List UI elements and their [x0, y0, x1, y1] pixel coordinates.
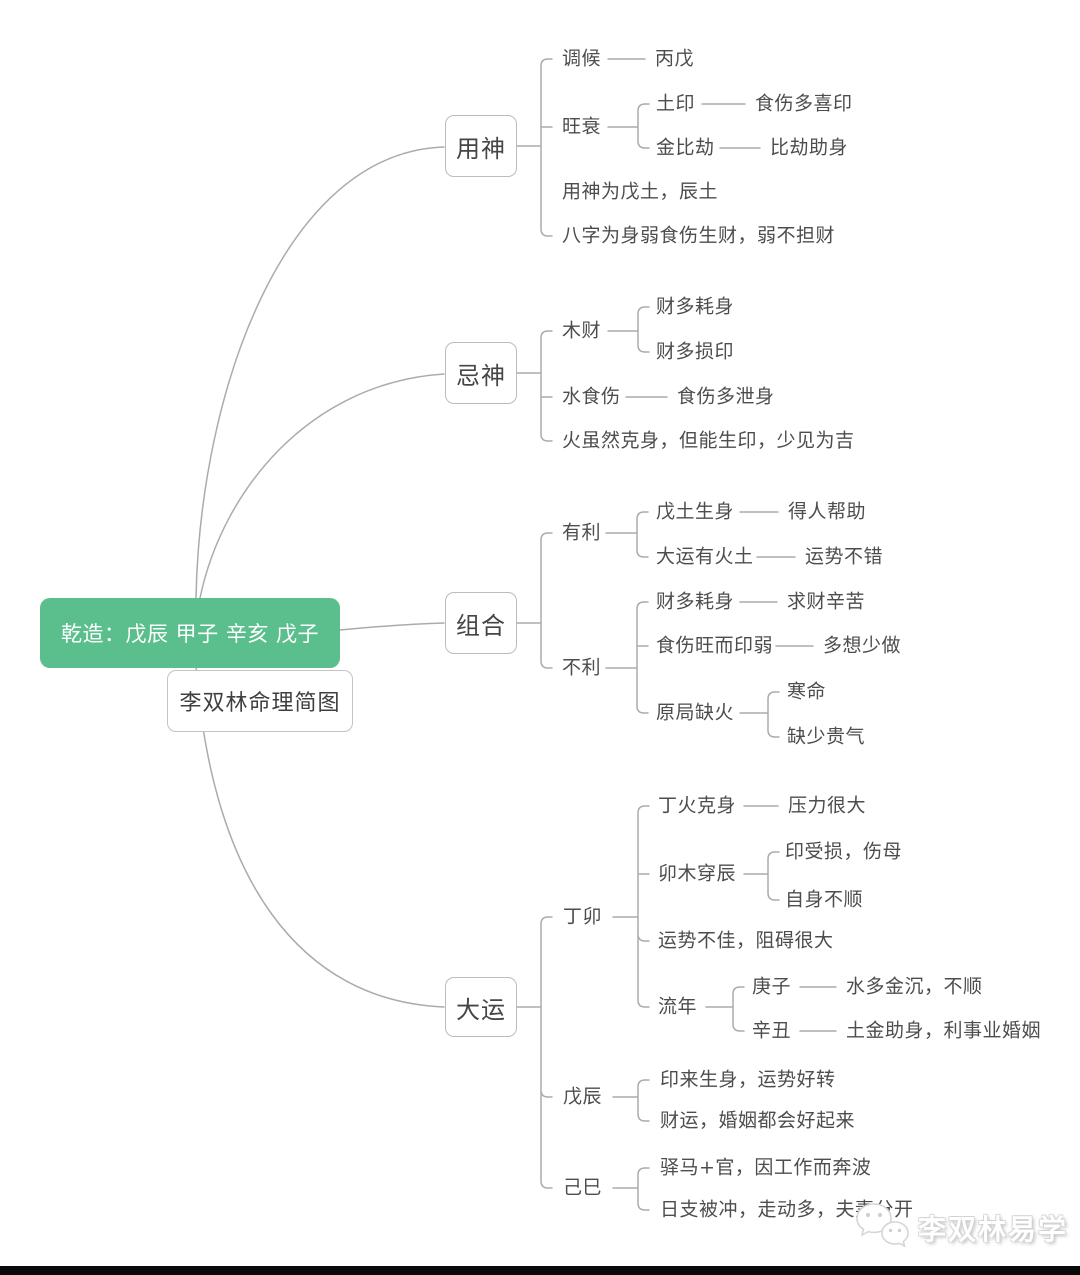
mindmap-node: 辛丑 — [752, 1019, 792, 1042]
mindmap-node: 运势不错 — [805, 545, 884, 568]
mindmap-node: 不利 — [562, 656, 602, 679]
mindmap-node: 流年 — [658, 995, 698, 1018]
mindmap-node: 食伤多泄身 — [677, 385, 775, 408]
mindmap-node: 土金助身，利事业婚姻 — [846, 1019, 1042, 1042]
branch-jishen: 忌神 — [445, 342, 517, 404]
mindmap-node: 缺少贵气 — [787, 725, 866, 748]
mindmap-node: 卯木穿辰 — [658, 862, 737, 885]
mindmap-node: 庚子 — [752, 975, 792, 998]
branch-dayun: 大运 — [445, 977, 517, 1037]
mindmap-node: 驿马+官，因工作而奔波 — [660, 1156, 872, 1179]
mindmap-node: 有利 — [562, 521, 602, 544]
mindmap-node: 原局缺火 — [656, 701, 735, 724]
connector-root-zuhe — [339, 622, 445, 631]
mindmap-node: 大运有火土 — [656, 545, 754, 568]
mindmap-node: 戊辰 — [563, 1085, 603, 1108]
root-node: 乾造：戊辰 甲子 辛亥 戊子 — [40, 598, 340, 668]
mindmap-node: 求财辛苦 — [787, 590, 866, 613]
bottom-black-bar — [0, 1266, 1080, 1275]
wechat-bubbles-icon — [854, 1200, 910, 1256]
branch-yongshen: 用神 — [445, 115, 517, 177]
mindmap-node: 丁卯 — [563, 905, 603, 928]
title-node: 李双林命理简图 — [167, 670, 353, 732]
mindmap-node: 己巳 — [563, 1176, 603, 1199]
mindmap-node: 运势不佳，阻碍很大 — [658, 929, 834, 952]
mindmap-node: 八字为身弱食伤生财，弱不担财 — [562, 224, 836, 247]
branch-zuhe: 组合 — [445, 592, 517, 654]
mindmap-node: 木财 — [562, 319, 602, 342]
mindmap-node: 财多耗身 — [656, 590, 735, 613]
mindmap-node: 旺衰 — [562, 115, 602, 138]
watermark-text: 李双林易学 — [918, 1213, 1069, 1246]
mindmap-node: 比劫助身 — [770, 136, 849, 159]
mindmap-node: 多想少做 — [823, 634, 902, 657]
connector-root-yongshen — [195, 146, 445, 599]
mindmap-node: 财多耗身 — [656, 295, 735, 318]
mindmap-node: 调候 — [562, 47, 602, 70]
mindmap-node: 水多金沉，不顺 — [846, 975, 983, 998]
mindmap-node: 丁火克身 — [658, 794, 737, 817]
mindmap-node: 用神为戊土，辰土 — [562, 180, 719, 203]
connector-yongshen-branch — [516, 58, 761, 237]
mindmap-node: 印来生身，运势好转 — [660, 1068, 836, 1091]
mindmap-node: 日支被冲，走动多，夫妻分开 — [660, 1198, 914, 1221]
mindmap-node: 压力很大 — [788, 794, 867, 817]
connector-jishen-branch — [516, 306, 668, 442]
mindmap-node: 自身不顺 — [785, 888, 864, 911]
connector-dayun-branch — [516, 805, 837, 1211]
mindmap-node: 印受损，伤母 — [785, 840, 903, 863]
mindmap-node: 寒命 — [787, 680, 827, 703]
mindmap-node: 火虽然克身，但能生印，少见为吉 — [562, 429, 855, 452]
connector-root-dayun — [195, 665, 445, 1008]
mindmap-node: 食伤旺而印弱 — [656, 634, 774, 657]
mindmap-node: 金比劫 — [656, 136, 715, 159]
mindmap-node: 财运，婚姻都会好起来 — [660, 1109, 856, 1132]
mindmap-node: 水食伤 — [562, 385, 621, 408]
mindmap-node: 财多损印 — [656, 340, 735, 363]
connector-zuhe-branch — [516, 511, 814, 738]
mindmap-node: 食伤多喜印 — [755, 92, 853, 115]
mindmap-node: 土印 — [656, 92, 696, 115]
watermark: 李双林易学 — [854, 1200, 1068, 1256]
connector-root-jishen — [199, 373, 445, 599]
mindmap-node: 戊土生身 — [656, 500, 735, 523]
mindmap-node: 丙戊 — [655, 47, 695, 70]
mindmap-node: 得人帮助 — [788, 500, 867, 523]
